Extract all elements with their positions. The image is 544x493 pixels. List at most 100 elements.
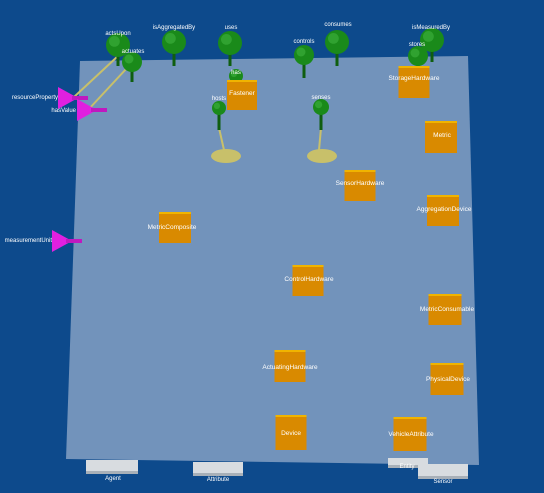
box-label-sensor: SensorHardware xyxy=(335,179,385,187)
box-body xyxy=(425,121,457,153)
box-label-physical: PhysicalDevice xyxy=(425,375,471,383)
pedestal-label-attribute: Attribute xyxy=(206,477,230,483)
tree-consumes[interactable] xyxy=(325,30,349,66)
box-physical[interactable] xyxy=(430,363,464,395)
box-top xyxy=(292,265,324,267)
tree-label-ismeasuredby: isMeasuredBy xyxy=(411,25,451,31)
box-label-device: Device xyxy=(281,429,301,437)
tree-highlight xyxy=(221,34,232,45)
cone-hasValue[interactable] xyxy=(77,99,107,121)
box-body xyxy=(393,417,427,451)
tree-highlight xyxy=(410,48,420,58)
tree-hosts[interactable] xyxy=(212,101,226,130)
tree-label-consumes: consumes xyxy=(324,22,352,28)
tree-actuates[interactable] xyxy=(122,52,142,82)
link-actsupon xyxy=(73,55,119,98)
box-body xyxy=(274,350,306,382)
box-device[interactable] xyxy=(275,415,307,450)
box-label-metric-consumable: MetricConsumable xyxy=(419,305,475,313)
pedestal-body xyxy=(418,464,468,479)
pedestal-label-sensor: Sensor xyxy=(433,479,453,485)
link-hosts xyxy=(218,127,225,151)
cone-measurementUnit[interactable] xyxy=(52,230,82,252)
cone-body xyxy=(77,99,97,121)
tree-trunk xyxy=(319,107,323,130)
box-top xyxy=(427,195,459,197)
box-control[interactable] xyxy=(292,265,324,296)
tree-label-senses: senses xyxy=(311,95,331,101)
cone-shaft xyxy=(91,108,107,112)
box-vehicle[interactable] xyxy=(393,417,427,451)
pedestal-Attribute[interactable] xyxy=(193,462,243,476)
pedestal-shadow xyxy=(86,471,138,474)
ground-plane xyxy=(66,56,479,465)
box-label-control: ControlHardware xyxy=(284,275,334,283)
tree-highlight xyxy=(423,31,434,42)
cone-shaft xyxy=(66,239,82,243)
tree-senses[interactable] xyxy=(313,99,329,130)
tree-highlight xyxy=(213,102,221,110)
tree-highlight xyxy=(315,101,323,109)
cone-label-hasvalue: hasValue xyxy=(51,108,76,114)
tree-isAggregatedBy[interactable] xyxy=(162,30,186,66)
pedestal-shadow xyxy=(418,476,468,479)
box-label-metric-composite: MetricComposite xyxy=(147,223,197,231)
disc-hosts xyxy=(211,149,241,163)
tree-label-controls: controls xyxy=(293,39,315,45)
box-body xyxy=(398,66,430,98)
cone-body xyxy=(58,87,78,109)
pedestal-shadow xyxy=(388,465,428,468)
box-body xyxy=(159,212,191,243)
tree-isMeasuredBy[interactable] xyxy=(420,28,444,62)
tree-controls[interactable] xyxy=(294,45,314,78)
box-top xyxy=(227,80,257,82)
relation-links xyxy=(73,55,322,151)
pedestal-body xyxy=(86,460,138,474)
box-top xyxy=(275,415,307,417)
box-aggregation[interactable] xyxy=(427,195,459,226)
cone-label-measurementunit: measurementUnit xyxy=(4,238,52,244)
box-label-aggregation: AggregationDevice xyxy=(416,205,472,213)
pedestal-Agent[interactable] xyxy=(86,460,138,474)
box-top xyxy=(393,417,427,419)
tree-highlight xyxy=(296,47,306,57)
link-actuates xyxy=(87,67,128,111)
box-body xyxy=(428,294,462,325)
box-body xyxy=(292,265,324,296)
box-body xyxy=(344,170,376,201)
cone-shaft xyxy=(72,96,88,100)
box-metric-composite[interactable] xyxy=(159,212,191,243)
cone-resourceProperty[interactable] xyxy=(58,87,88,109)
pedestal-shadow xyxy=(193,473,243,476)
tree-highlight xyxy=(124,54,134,64)
link-senses xyxy=(318,127,322,151)
box-metric-consumable[interactable] xyxy=(428,294,462,325)
tree-highlight xyxy=(230,70,238,78)
box-body xyxy=(430,363,464,395)
tree-label-actsupon: actsUpon xyxy=(105,31,131,37)
box-top xyxy=(159,212,191,214)
box-sensor[interactable] xyxy=(344,170,376,201)
box-label-fastener: Fastener xyxy=(229,89,255,97)
tree-actsUpon[interactable] xyxy=(106,33,130,66)
pedestal-body xyxy=(193,462,243,476)
box-label-vehicle: VehicleAttribute xyxy=(388,430,434,438)
tree-label-stores: stores xyxy=(408,42,426,48)
tree-label-hosts: hosts xyxy=(211,96,227,102)
pedestal-Entity[interactable] xyxy=(388,458,428,468)
tree-label-has: has xyxy=(231,70,241,76)
tree-label-actuates: actuates xyxy=(121,49,145,55)
box-top xyxy=(425,121,457,123)
box-fastener[interactable] xyxy=(227,80,257,110)
tree-uses[interactable] xyxy=(218,31,242,66)
disc-senses xyxy=(307,149,337,163)
pedestal-Sensor[interactable] xyxy=(418,464,468,479)
box-top xyxy=(430,363,464,365)
box-actuating[interactable] xyxy=(274,350,306,382)
box-top xyxy=(344,170,376,172)
box-storage[interactable] xyxy=(398,66,430,98)
tree-highlight xyxy=(109,36,120,47)
property-cones xyxy=(52,87,107,252)
box-metric[interactable] xyxy=(425,121,457,153)
cone-label-resourceproperty: resourceProperty xyxy=(11,95,58,101)
